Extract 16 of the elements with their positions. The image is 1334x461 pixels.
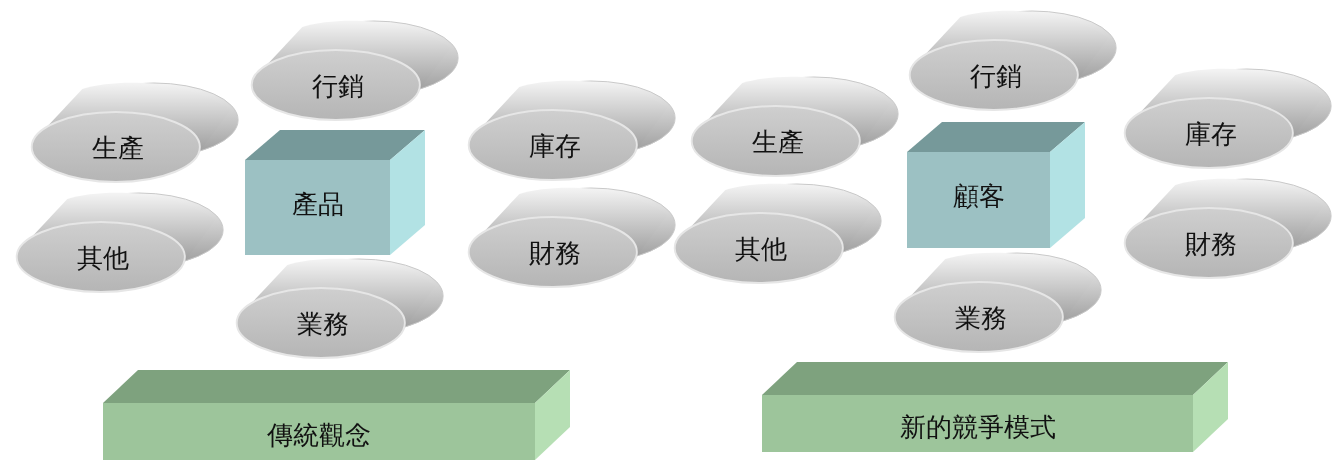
slab-label: 新的競爭模式 [899,413,1056,442]
cube-label: 顧客 [952,182,1005,212]
cube-label: 產品 [291,190,344,219]
disk-label: 財務 [529,239,581,269]
disk-label: 其他 [77,244,129,274]
disk-label: 業務 [955,304,1007,334]
disk-label: 生產 [752,128,804,158]
disk-label: 生產 [92,134,144,164]
disk-label: 其他 [735,235,787,265]
disk-label: 庫存 [1185,120,1237,150]
slab-label: 傳統觀念 [267,421,371,450]
disk-label: 業務 [297,310,349,340]
disk-label: 財務 [1185,230,1237,260]
disk-label: 庫存 [529,132,581,162]
disk-label: 行銷 [970,62,1022,92]
disk-label: 行銷 [312,72,364,102]
